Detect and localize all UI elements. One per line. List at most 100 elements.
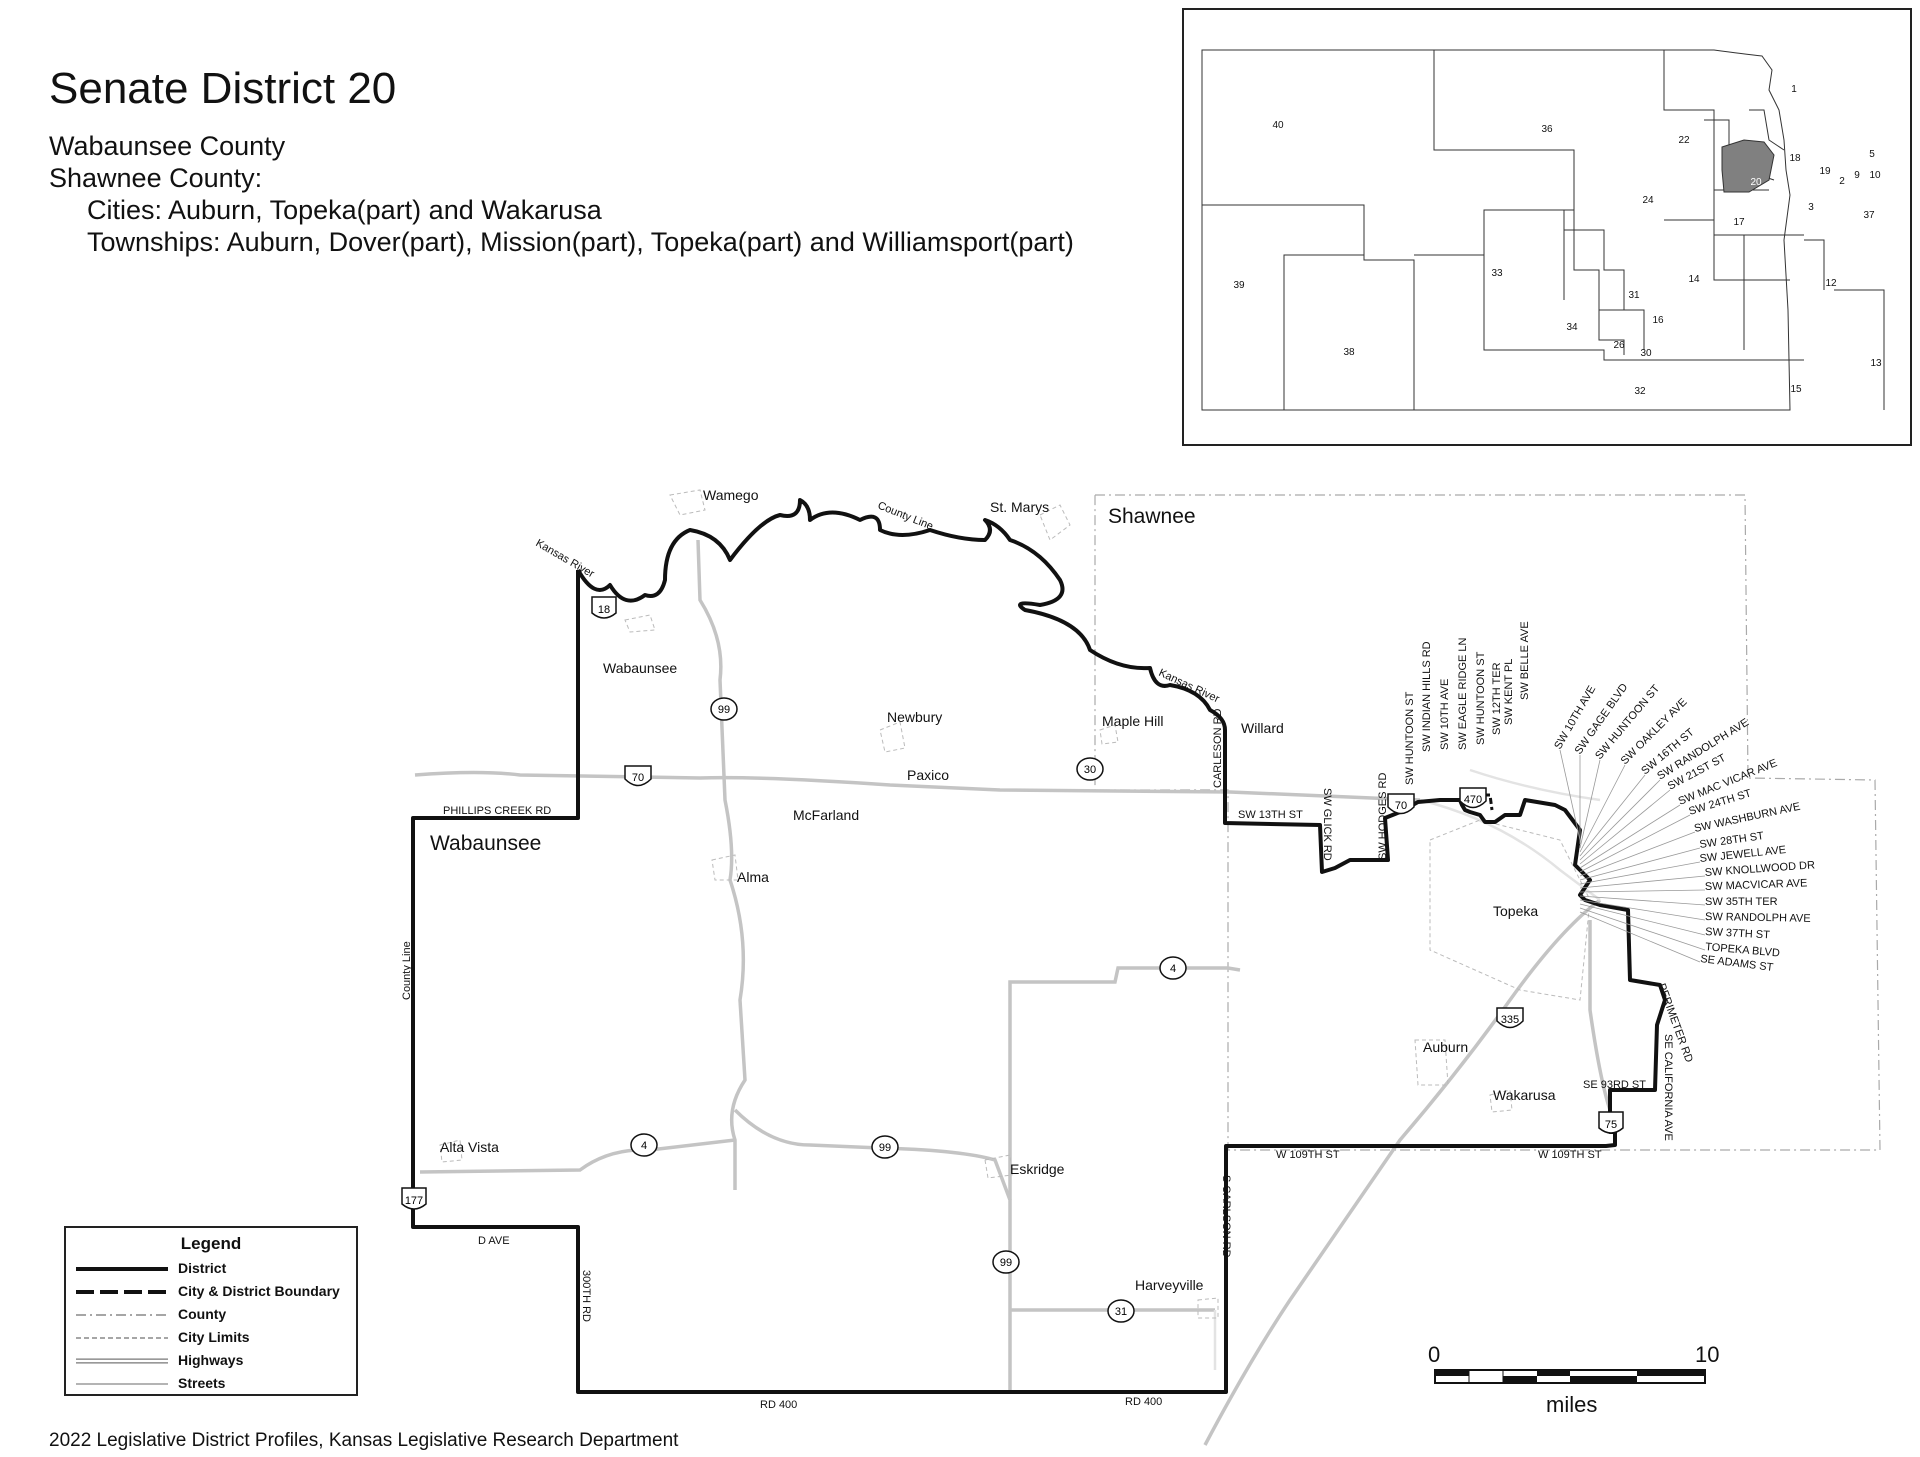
highway-4-east: [1008, 966, 1241, 1200]
district-description: Wabaunsee County Shawnee County: Cities:…: [49, 130, 1074, 258]
street-label: SW KENT PL: [1503, 659, 1515, 725]
kansas-outline: [1201, 49, 1791, 411]
road-label: RD 400: [1125, 1396, 1162, 1408]
street-leader-line: [1579, 759, 1601, 849]
inset-district-label: 26: [1613, 340, 1625, 351]
inset-district-label: 17: [1733, 217, 1745, 228]
street-leader-line: [1579, 831, 1696, 877]
highway-shield-label: 70: [1395, 800, 1407, 812]
inset-district-label: 18: [1789, 153, 1801, 164]
highway-shield-icon: 30: [1076, 757, 1104, 781]
street-label: SW 12TH TER: [1491, 662, 1503, 735]
legend-item-county: County: [66, 1304, 356, 1327]
inset-district-label: 32: [1634, 386, 1646, 397]
street-leader-line: [1579, 875, 1706, 889]
street-label: SW 37TH ST: [1705, 926, 1771, 941]
highway-shield-label: 177: [405, 1195, 423, 1207]
wakarusa-limits: [1489, 1089, 1513, 1113]
legend-city-district-symbol: [76, 1290, 168, 1294]
inset-district-label: 36: [1541, 124, 1553, 135]
highway-335: [1203, 898, 1602, 1446]
street-leader-line: [1579, 911, 1701, 963]
county-line-label: County Line: [401, 941, 413, 1000]
street-leader-line: [1559, 749, 1581, 841]
road-label: SW 13TH ST: [1238, 809, 1303, 821]
scale-start: 0: [1428, 1342, 1441, 1367]
highway-shield-label: 335: [1501, 1014, 1519, 1026]
highway-shield-label: 18: [598, 604, 610, 616]
street-leader-line: [1579, 899, 1706, 921]
topeka-limits: [1429, 819, 1591, 1001]
street-label: SW EAGLE RIDGE LN: [1457, 637, 1469, 750]
street-label: SW BELLE AVE: [1519, 621, 1531, 700]
inset-line: [1598, 310, 1625, 355]
alma-limits: [711, 854, 739, 881]
harveyville-limits: [1197, 1297, 1219, 1319]
highway-shield-icon: 335: [1496, 1007, 1524, 1029]
place-label: Auburn: [1423, 1039, 1468, 1055]
inset-line: [1664, 219, 1745, 350]
legend-streets-symbol: [76, 1383, 168, 1385]
inset-district-label: 5: [1869, 149, 1875, 160]
place-label: Wakarusa: [1493, 1087, 1556, 1103]
inset-district-label: 34: [1566, 322, 1578, 333]
street-leader-line: [1579, 774, 1646, 857]
inset-district-label: 22: [1678, 135, 1690, 146]
highway-shield-icon: 31: [1107, 1299, 1135, 1323]
legend-item-streets: Streets: [66, 1373, 356, 1396]
road-label: W 109TH ST: [1538, 1149, 1602, 1161]
street-leader-line: [1579, 814, 1691, 873]
eskridge-limits: [984, 1154, 1013, 1179]
county-line-label: County Line: [876, 500, 935, 533]
stmarys-limits: [1039, 504, 1071, 541]
highway-99-south: [733, 1108, 1012, 1392]
highway-99-north: [696, 539, 747, 1190]
inset-district-label: 9: [1854, 170, 1860, 181]
inset-line: [1564, 229, 1625, 310]
highway-shield-label: 99: [1000, 1257, 1012, 1269]
road-label: SW HODGES RD: [1377, 773, 1389, 860]
highway-shield-label: 31: [1115, 1306, 1127, 1318]
place-label: Maple Hill: [1102, 713, 1163, 729]
street-label: SW HUNTOON ST: [1475, 651, 1487, 745]
road-label: S CARLSON RD: [1220, 1175, 1232, 1258]
inset-district-label: 14: [1688, 274, 1700, 285]
legend-label: County: [178, 1306, 227, 1322]
scale-end: 10: [1695, 1342, 1720, 1367]
highway-shield-label: 4: [1170, 963, 1176, 975]
highway-shield-icon: 99: [710, 697, 738, 721]
place-label: St. Marys: [990, 499, 1049, 515]
highway-shield-icon: 177: [401, 1187, 427, 1210]
inset-district-label: 13: [1870, 358, 1882, 369]
legend-city-limits-symbol: [76, 1337, 168, 1339]
highway-shield-icon: 4: [630, 1133, 658, 1157]
river-label: Kansas River: [534, 537, 597, 580]
legend-district-symbol: [76, 1267, 168, 1271]
street-leader-line: [1579, 903, 1706, 936]
scale-unit: miles: [1546, 1392, 1598, 1417]
inset-highlight-20: [1721, 139, 1775, 193]
cities-line: Cities: Auburn, Topeka(part) and Wakarus…: [87, 195, 602, 225]
kansas-river-boundary: [576, 498, 1227, 731]
legend-county-symbol: [76, 1314, 168, 1316]
place-label: Harveyville: [1135, 1277, 1204, 1293]
highway-shield-icon: 75: [1598, 1111, 1624, 1134]
inset-district-label: 2: [1839, 176, 1845, 187]
topeka-street: [1469, 768, 1601, 802]
place-label: Wabaunsee: [603, 660, 677, 676]
place-label: McFarland: [793, 807, 859, 823]
inset-district-label: 31: [1628, 290, 1640, 301]
street-label: SW 35TH TER: [1705, 896, 1778, 908]
page-title: Senate District 20: [49, 64, 397, 113]
road-label: 300TH RD: [580, 1270, 592, 1322]
legend-label: Streets: [178, 1375, 226, 1391]
street-label: SW INDIAN HILLS RD: [1421, 641, 1433, 752]
inset-district-label: 39: [1233, 280, 1245, 291]
street-leader-line: [1579, 847, 1701, 881]
county-line-1: Wabaunsee County: [49, 131, 286, 161]
highway-shield-icon: 18: [591, 596, 617, 619]
inset-line: [1834, 289, 1885, 410]
highway-shield-icon: 99: [871, 1135, 899, 1159]
highway-shield-icon: 70: [1387, 793, 1415, 815]
inset-district-label: 15: [1790, 384, 1802, 395]
